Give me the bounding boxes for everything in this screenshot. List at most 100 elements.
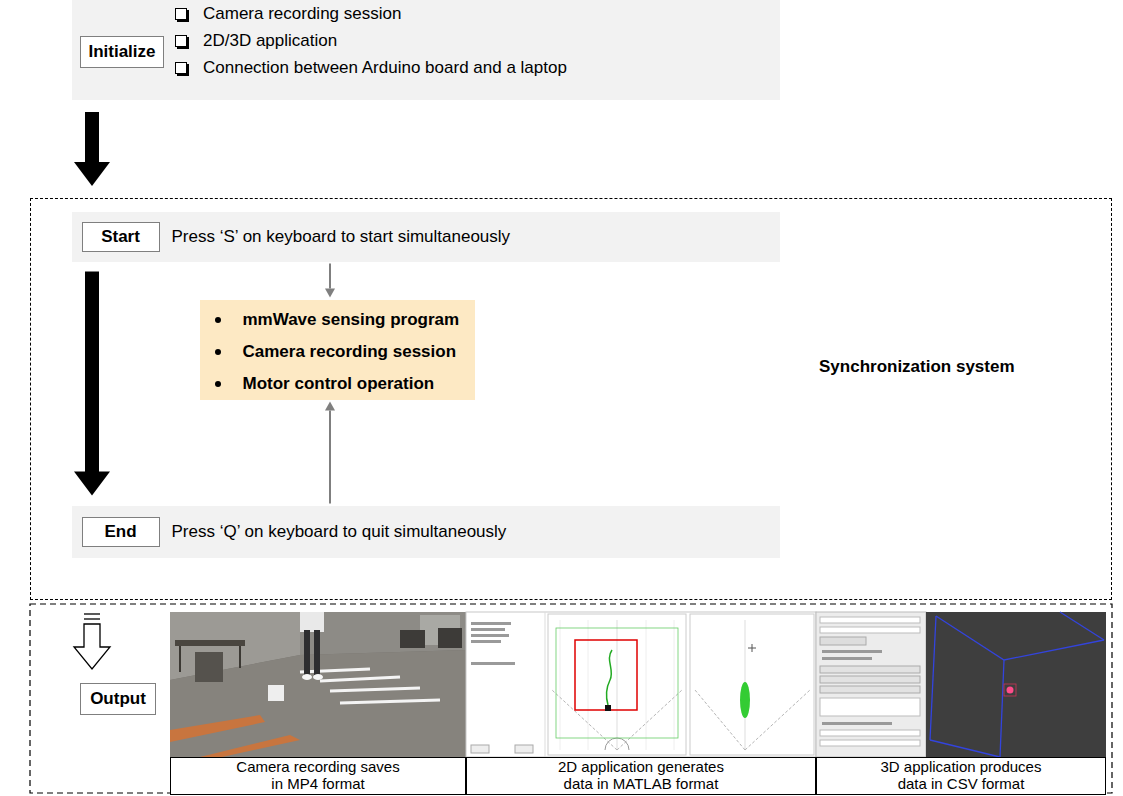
app-3d-screenshot [1004,684,1016,696]
text-row: Synchronization system [819,355,1111,379]
camera-frame [300,612,324,632]
app-3d-screenshot [820,617,920,623]
app-3d-screenshot [820,730,920,736]
item-text: Camera recording session [203,4,401,24]
app-2d-screenshot [695,690,745,750]
app-2d-screenshot [466,612,816,757]
app-3d-screenshot [822,657,872,660]
app-3d-screenshot [820,627,920,633]
text-row: Output [90,689,146,709]
arrow-body [74,272,110,496]
item-text: Camera recording session [243,342,457,362]
app-2d-screenshot [646,620,647,750]
app-3d-screenshot [820,698,920,716]
text-row: Press ‘S’ on keyboard to start simultane… [172,212,780,262]
item-text: Connection between Arduino board and a l… [203,58,567,78]
app-2d-screenshot [471,634,509,637]
app-3d-screenshot [820,740,920,746]
app-3d-screenshot [1000,660,1004,757]
app-2d-screenshot [745,690,810,750]
camera-frame [320,677,400,681]
app-2d-screenshot [545,612,546,757]
app-2d-screenshot [606,650,612,705]
camera-frame [268,685,284,701]
text-row: Press ‘Q’ on keyboard to quit simultaneo… [172,506,780,558]
box-label: Start [101,227,140,246]
item-text: Synchronization system [819,357,1015,377]
text-row: Connection between Arduino board and a l… [175,54,780,81]
app-3d-screenshot [820,666,920,673]
camera-frame [300,669,370,672]
app-3d-screenshot [816,612,926,757]
text-row: Start [101,227,140,247]
app-2d-screenshot [605,738,629,750]
app-2d-screenshot [560,620,561,750]
arrow-head [325,289,335,298]
text-row: Initialize [88,42,155,62]
camera-frame [195,652,223,682]
app-3d-screenshot [930,740,1000,757]
step-label: Output [80,683,156,715]
app-3d-screenshot [822,650,882,653]
app-2d-screenshot [466,612,816,757]
caption-cell: Camera recording saves in MP4 format [170,757,466,795]
step-panel: Press ‘S’ on keyboard to start simultane… [72,212,780,262]
item-text: mmWave sensing program [243,310,460,330]
app-3d-screenshot [820,637,866,645]
checkbox-symbol [175,62,187,74]
app-2d-screenshot [605,705,611,711]
app-3d-screenshot [930,616,936,740]
app-2d-screenshot [471,628,505,631]
text-row: Camera recording session [215,336,475,368]
camera-frame [400,630,425,648]
app-2d-screenshot [556,628,678,738]
app-2d-screenshot [471,622,511,625]
camera-frame [239,646,241,668]
camera-frame [340,700,440,703]
app-2d-screenshot [740,682,750,718]
app-2d-screenshot [471,745,489,753]
app-2d-screenshot [575,640,637,710]
camera-frame [313,674,323,680]
arrow-line [329,411,331,504]
arrow-body [74,624,110,669]
flow-arrow [325,264,335,298]
app-2d-screenshot [471,662,515,665]
app-3d-screenshot [820,676,920,683]
box-label: Output [90,689,146,708]
checkbox-symbol [175,8,187,20]
bullet-dot [215,317,221,323]
app-3d-screenshot [926,612,1106,757]
process-box: mmWave sensing programCamera recording s… [200,300,475,400]
box-label: 3D application produces data in CSV form… [870,759,1052,793]
caption-cell: 2D application generates data in MATLAB … [466,757,816,795]
app-3d-screenshot [1060,612,1104,640]
app-3d-screenshot [816,612,1106,757]
text-row: mmWave sensing program [215,304,475,336]
arrow-head [325,402,335,411]
camera-frame [438,628,462,648]
app-2d-screenshot [515,745,533,753]
step-label: Initialize [80,36,164,68]
camera-frame [170,612,466,757]
flow-arrow [325,402,335,504]
app-2d-screenshot [617,690,682,750]
camera-frame [302,674,312,680]
app-3d-screenshot [820,686,920,693]
box-label: 2D application generates data in MATLAB … [547,759,735,793]
text-row: Motor control operation [215,368,475,400]
bullet-dot [215,349,221,355]
camera-frame [300,612,466,655]
item-text: Press ‘S’ on keyboard to start simultane… [172,227,511,247]
step-arrow [74,614,110,669]
box-label: Camera recording saves in MP4 format [232,759,404,793]
camera-frame [170,612,466,757]
camera-frame [304,630,310,675]
text-row: Camera recording session [175,0,780,27]
camera-frame [330,688,420,691]
checkbox-symbol [175,35,187,47]
step-arrow [74,272,110,496]
app-3d-screenshot [822,722,892,725]
step-label: Start [82,222,160,252]
